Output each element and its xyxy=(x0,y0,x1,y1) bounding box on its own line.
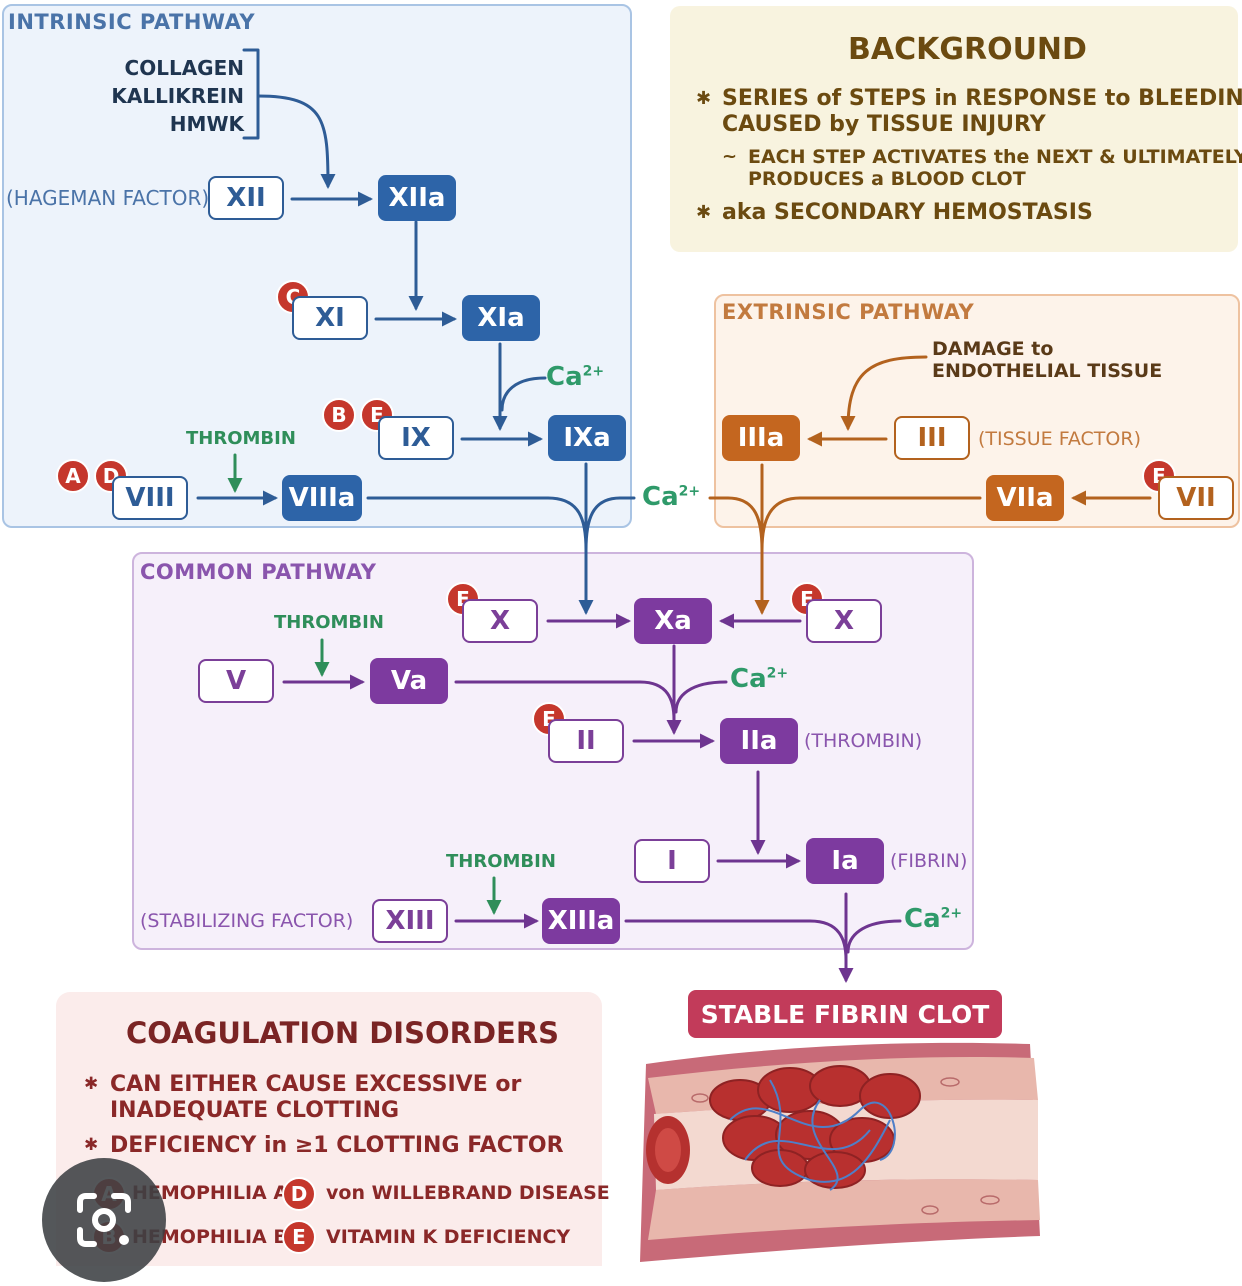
disorders-bullet-2: DEFICIENCY in ≥1 CLOTTING FACTOR xyxy=(110,1133,564,1158)
activator-hmwk: HMWK xyxy=(169,112,244,136)
calcium-charge: 2+ xyxy=(766,665,789,682)
badge-e-legend: E xyxy=(282,1220,316,1254)
background-bullet-1-line-2: CAUSED by TISSUE INJURY xyxy=(722,112,1046,137)
factor-x-left: X xyxy=(462,599,538,643)
stable-fibrin-clot-banner: STABLE FIBRIN CLOT xyxy=(688,990,1002,1038)
disorders-bullet-1-line-1: CAN EITHER CAUSE EXCESSIVE or xyxy=(110,1072,522,1097)
calcium-base: Ca xyxy=(546,362,583,392)
factor-viii: VIII xyxy=(112,476,188,520)
common-pathway-title: COMMON PATHWAY xyxy=(140,560,377,584)
factor-v: V xyxy=(198,659,274,703)
factor-x-right: X xyxy=(806,599,882,643)
legend-vitamin-k: VITAMIN K DEFICIENCY xyxy=(326,1226,571,1248)
stabilizing-factor-label: (STABILIZING FACTOR) xyxy=(140,910,354,932)
calcium-charge: 2+ xyxy=(678,483,701,500)
calcium-base: Ca xyxy=(730,664,767,694)
background-sub-line-2: PRODUCES a BLOOD CLOT xyxy=(748,168,1026,190)
thrombin-label-v: THROMBIN xyxy=(274,612,384,633)
blood-vessel-clot-illustration xyxy=(640,1042,1040,1262)
background-title: BACKGROUND xyxy=(848,32,1087,67)
factor-viia: VIIa xyxy=(986,475,1064,521)
calcium-base: Ca xyxy=(904,904,941,934)
hageman-factor-label: (HAGEMAN FACTOR) xyxy=(6,186,210,210)
calcium-label-2: Ca2+ xyxy=(642,482,700,512)
factor-vii: VII xyxy=(1158,476,1234,520)
background-bullet-2: aka SECONDARY HEMOSTASIS xyxy=(722,200,1093,225)
disorders-bullet-1-line-2: INADEQUATE CLOTTING xyxy=(110,1098,400,1123)
factor-iii: III xyxy=(894,416,970,460)
background-sub-line-1: EACH STEP ACTIVATES the NEXT & ULTIMATEL… xyxy=(748,146,1242,168)
factor-iia: IIa xyxy=(720,718,798,764)
tissue-factor-label: (TISSUE FACTOR) xyxy=(978,428,1141,450)
factor-xiii: XIII xyxy=(372,899,448,943)
calcium-label-1: Ca2+ xyxy=(546,362,604,392)
factor-xiiia: XIIIa xyxy=(542,898,620,944)
factor-xa: Xa xyxy=(634,598,712,644)
disorders-bullet-mark-1: ✱ xyxy=(84,1074,99,1094)
factor-ix: IX xyxy=(378,416,454,460)
calcium-base: Ca xyxy=(642,482,679,512)
activator-kallikrein: KALLIKREIN xyxy=(111,84,244,108)
calcium-label-4: Ca2+ xyxy=(904,904,962,934)
disorders-bullet-mark-2: ✱ xyxy=(84,1135,99,1155)
background-sub-mark: ~ xyxy=(722,146,738,167)
factor-ia: Ia xyxy=(806,838,884,884)
disorders-title: COAGULATION DISORDERS xyxy=(126,1016,560,1050)
background-bullet-1-line-1: SERIES of STEPS in RESPONSE to BLEEDING xyxy=(722,86,1242,111)
fibrin-label: (FIBRIN) xyxy=(890,850,968,872)
legend-hemophilia-b: HEMOPHILIA B xyxy=(132,1226,288,1248)
factor-ii: II xyxy=(548,719,624,763)
lens-icon xyxy=(77,1193,131,1247)
calcium-charge: 2+ xyxy=(940,905,963,922)
badge-a: A xyxy=(56,459,90,493)
factor-va: Va xyxy=(370,658,448,704)
thrombin-name-label: (THROMBIN) xyxy=(804,730,923,752)
badge-b: B xyxy=(322,398,356,432)
badge-d-legend: D xyxy=(282,1177,316,1211)
calcium-charge: 2+ xyxy=(582,363,605,380)
factor-iiia: IIIa xyxy=(722,415,800,461)
extrinsic-pathway-title: EXTRINSIC PATHWAY xyxy=(722,300,975,324)
background-bullet-mark-1: ✱ xyxy=(696,88,712,109)
legend-von-willebrand: von WILLEBRAND DISEASE xyxy=(326,1182,610,1204)
background-panel xyxy=(670,6,1238,252)
damage-label-line-1: DAMAGE to xyxy=(932,338,1054,360)
thrombin-label-xiii: THROMBIN xyxy=(446,851,556,872)
factor-viiia: VIIIa xyxy=(282,475,362,521)
factor-xii: XII xyxy=(208,176,284,220)
factor-xi: XI xyxy=(292,296,368,340)
calcium-label-3: Ca2+ xyxy=(730,664,788,694)
lens-search-button[interactable] xyxy=(42,1158,166,1282)
activator-collagen: COLLAGEN xyxy=(124,56,244,80)
intrinsic-pathway-panel xyxy=(2,4,632,528)
thrombin-label-intrinsic: THROMBIN xyxy=(186,428,296,449)
damage-label-line-2: ENDOTHELIAL TISSUE xyxy=(932,360,1163,382)
background-bullet-mark-2: ✱ xyxy=(696,202,712,223)
intrinsic-pathway-title: INTRINSIC PATHWAY xyxy=(8,10,256,34)
factor-ixa: IXa xyxy=(548,415,626,461)
factor-xia: XIa xyxy=(462,295,540,341)
legend-hemophilia-a: HEMOPHILIA A xyxy=(132,1182,289,1204)
factor-xiia: XIIa xyxy=(378,175,456,221)
factor-i: I xyxy=(634,839,710,883)
